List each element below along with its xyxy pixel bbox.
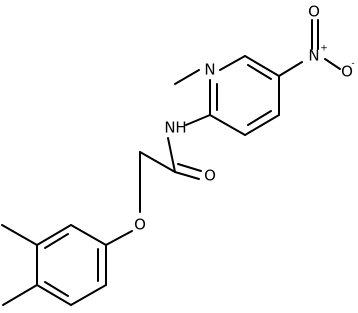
bond-ar-4: [36, 284, 72, 306]
atom-label-o-ether: O: [134, 216, 146, 234]
atom-label-o-nitro-top: O: [308, 3, 320, 21]
bond-carbonyl-ch2: [139, 151, 176, 173]
double-bond-ar-2: [44, 281, 69, 297]
atom-label-n-amide: N: [164, 119, 175, 137]
atom-label-h-amide: H: [175, 119, 186, 137]
amide-linkage: [139, 114, 211, 213]
bond-ar-5: [70, 284, 107, 306]
bond-ar-1: [70, 224, 107, 246]
double-bond-inner-1: [247, 64, 272, 80]
bond-n-o-right: [324, 58, 341, 70]
bond-n-c6: [219, 55, 246, 71]
bond-c4-c3: [244, 114, 280, 136]
bond-n-c2: [174, 69, 200, 85]
bond-carbonyl-o-a: [174, 171, 200, 180]
bond-c6-c5: [244, 55, 280, 77]
nitro-group: [278, 19, 341, 77]
bond-c2-nh: [185, 114, 211, 126]
bond-c3-c2: [209, 114, 246, 136]
bond-ar-2: [36, 224, 72, 246]
charge-minus-nitro: -: [351, 59, 354, 69]
bond-c5-nitro: [278, 61, 303, 77]
double-bond-inner-2: [247, 110, 272, 126]
pyridine-ring: [174, 55, 280, 136]
bond-carbonyl-o-b: [177, 163, 202, 172]
bond-o-aryl: [105, 230, 133, 246]
methyl-bond-bottom: [2, 284, 38, 306]
atom-label-o-carbonyl: O: [204, 167, 216, 185]
atom-label-n-pyridine: N: [204, 61, 215, 79]
double-bond-ar-1: [44, 233, 69, 249]
dimethylphenyl-ring: [1, 224, 133, 306]
atom-label-n-nitro: N: [308, 47, 319, 65]
methyl-bond-top: [1, 224, 38, 246]
charge-plus-nitro: +: [320, 44, 328, 54]
atom-label-o-nitro-right: O: [341, 63, 353, 81]
bond-nh-carbonyl: [167, 137, 176, 173]
